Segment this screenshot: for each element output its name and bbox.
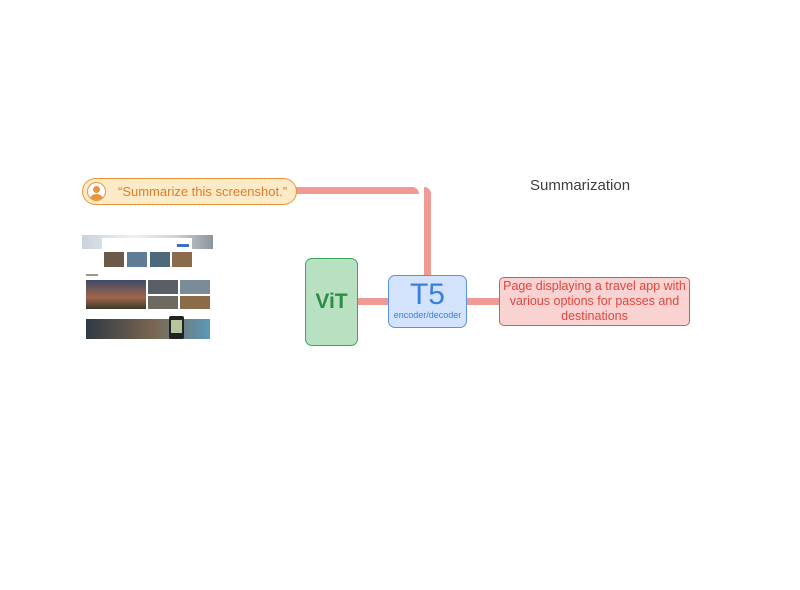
task-title: Summarization bbox=[530, 177, 631, 194]
connector-prompt-horizontal bbox=[295, 187, 419, 194]
prompt-pill: “Summarize this screenshot.” bbox=[82, 178, 297, 205]
output-summary-box: Page displaying a travel app with variou… bbox=[499, 277, 690, 326]
vit-encoder-box: ViT bbox=[305, 258, 358, 346]
output-text: Page displaying a travel app with variou… bbox=[503, 279, 686, 323]
connector-prompt-vertical bbox=[424, 187, 431, 276]
prompt-text: “Summarize this screenshot.” bbox=[118, 184, 288, 199]
t5-sublabel: encoder/decoder bbox=[393, 310, 462, 320]
t5-label: T5 bbox=[409, 278, 445, 311]
t5-model-box: T5 encoder/decoder bbox=[388, 275, 467, 328]
input-screenshot-thumbnail bbox=[82, 235, 213, 341]
user-icon bbox=[87, 182, 106, 201]
connector-vit-t5 bbox=[356, 298, 389, 305]
connector-t5-output bbox=[465, 298, 500, 305]
vit-label: ViT bbox=[315, 290, 348, 313]
